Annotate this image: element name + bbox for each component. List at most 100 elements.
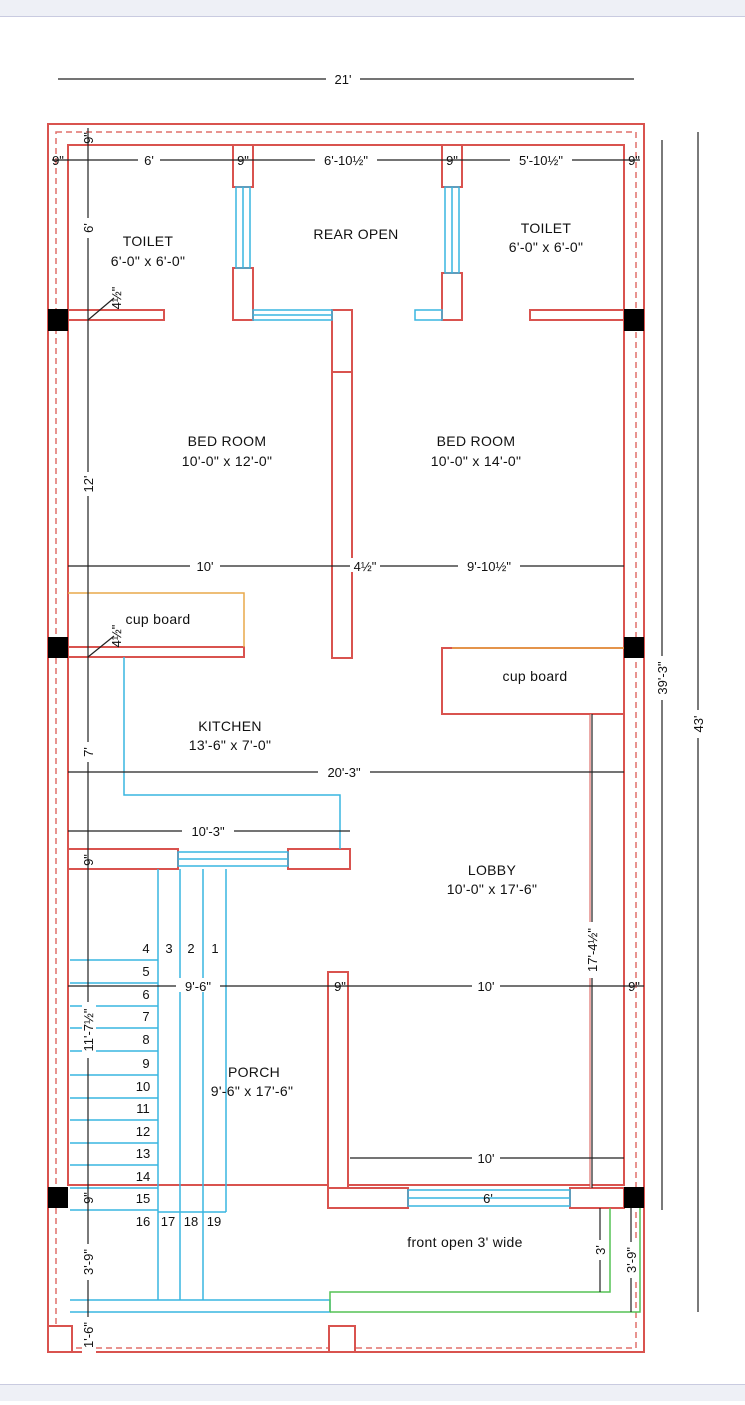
vertical-dimension-labels: 9" 6' 4½" 12' 4½" 7' 9" 11'-7½" 9" 3'-9"… [81,132,706,1353]
dim-v-toilet: 6' [81,223,96,233]
bedroom-right-label: BED ROOM [437,433,516,449]
interior-walls [47,144,625,1353]
lobby-size: 10'-0" x 17'-6" [447,881,538,897]
dim-toilet-right-width: 5'-10½" [519,153,563,168]
gate-pillar-mid [328,1325,356,1353]
wall-stub-left-bottom [232,267,254,321]
door-right-toilet [414,309,443,321]
cupboards [68,592,624,649]
column [624,309,644,331]
column [48,309,68,331]
toilet-right-label: TOILET [521,220,572,236]
windows [70,186,571,1313]
dim-v-kitchen: 7' [81,747,96,757]
porch-label: PORCH [228,1064,280,1080]
dimension-labels: 21' 9" 6' 9" 6'-10½" 9" 5'-10½" 9" 10' 4… [52,70,640,1206]
dim-v-lobby: 17'-4½" [585,928,600,972]
dim-v-front-open: 3' [593,1245,608,1255]
stair-step-number: 9 [142,1056,149,1071]
lobby-label: LOBBY [468,862,517,878]
dim-bedroom-right-width: 9'-10½" [467,559,511,574]
column [48,1187,68,1208]
stair-step-number: 1 [211,941,218,956]
columns [48,309,644,1208]
stair-step-number: 10 [136,1079,150,1094]
dim-kitchen-width: 20'-3" [327,765,361,780]
dim-overall-width: 21' [335,72,352,87]
dim-lobby-wall-right: 9" [628,979,640,994]
dim-v-top-wall: 9" [81,132,96,144]
staircase-outline [157,869,227,1300]
kitchen-label: KITCHEN [198,718,262,734]
dim-front-door-width: 6' [483,1191,493,1206]
wall-stub-right-bottom [441,272,463,321]
stair-step-number: 2 [187,941,194,956]
bedroom-left-size: 10'-0" x 12'-0" [182,453,273,469]
dim-v-inner-total: 39'-3" [655,661,670,695]
dim-lobby-inner-width: 10' [478,1151,495,1166]
toilet-right-size: 6'-0" x 6'-0" [509,239,583,255]
stair-step-number: 14 [136,1169,150,1184]
front-open-label: front open 3' wide [407,1234,522,1250]
dim-top-wall-left: 9" [52,153,64,168]
stair-step-number: 3 [165,941,172,956]
stair-step-number: 15 [136,1191,150,1206]
stair-step-number: 19 [207,1214,221,1229]
dim-porch-width: 9'-6" [185,979,211,994]
porch-size: 9'-6" x 17'-6" [211,1083,294,1099]
stair-step-number: 7 [142,1009,149,1024]
lobby-wall-bottom-left [327,1187,409,1209]
dim-rear-open-width: 6'-10½" [324,153,368,168]
stair-step-number: 12 [136,1124,150,1139]
rear-open-label: REAR OPEN [313,226,398,242]
dim-mid-wall-2: 9" [446,153,458,168]
stair-step-number: 13 [136,1146,150,1161]
column [624,1187,644,1208]
stair-step-number: 6 [142,987,149,1002]
bedroom-partition [331,371,353,659]
bottom-toolbar [0,1384,745,1401]
stair-step-number: 18 [184,1214,198,1229]
dim-v-bed: 12' [81,476,96,493]
kitchen-size: 13'-6" x 7'-0" [189,737,272,753]
column [624,637,644,658]
dim-v-cup-wall: 4½" [109,624,124,647]
top-toolbar [0,0,745,17]
dim-lobby-wall-left: 9" [334,979,346,994]
room-labels: TOILET 6'-0" x 6'-0" REAR OPEN TOILET 6'… [111,220,583,1250]
stair-step-number: 16 [136,1214,150,1229]
stair-step-number: 5 [142,964,149,979]
column [48,637,68,658]
dim-v-stair: 11'-7½" [81,1008,96,1051]
stair-step-number: 17 [161,1214,175,1229]
toilet-left-wall [67,309,165,321]
bedroom-partition-top [331,309,353,373]
stair-step-number: 11 [136,1101,150,1116]
dim-top-wall-right: 9" [628,153,640,168]
dim-toilet-left-width: 6' [144,153,154,168]
porch-boundary [70,1299,331,1313]
stair-numbers: 1 2 3 4 5 6 7 8 9 10 11 12 13 14 15 16 1… [136,941,221,1229]
gate-pillar-left [47,1325,73,1353]
cupboard-left-label: cup board [126,611,191,627]
bedroom-left-label: BED ROOM [188,433,267,449]
dim-v-plinth: 1'-6" [81,1322,96,1348]
stair-treads [70,959,158,1211]
dim-stair-width: 10'-3" [191,824,225,839]
cupboard-left-outline [68,592,245,647]
dim-lobby-width: 10' [478,979,495,994]
lobby-wall-bottom-right [569,1187,625,1209]
dim-partition: 4½" [354,559,377,574]
dim-v-overall: 43' [691,716,706,733]
dim-v-kitchen-wall: 9" [81,854,96,866]
dim-bedroom-left-width: 10' [197,559,214,574]
dim-v-front: 3'-9" [81,1249,96,1275]
dim-mid-wall-1: 9" [237,153,249,168]
dim-v-porch-wall: 9" [81,1192,96,1204]
dim-v-toilet-wall: 4½" [109,286,124,309]
stair-wall-right [287,848,351,870]
cupboard-right-label: cup board [503,668,568,684]
stair-step-number: 8 [142,1032,149,1047]
